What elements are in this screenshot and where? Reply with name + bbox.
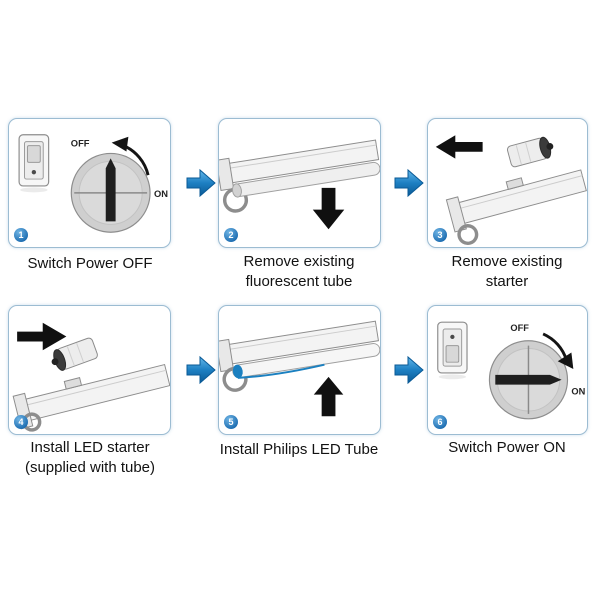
left-arrow-icon: [435, 135, 483, 159]
step-number-badge: 3: [433, 228, 447, 242]
step-panel-2: 2: [218, 118, 381, 248]
power-dial-off: [70, 152, 151, 233]
remove-starter-icon: [435, 135, 587, 246]
power-off-dial-icon: OFF ON: [18, 134, 168, 233]
step-panel-3: 3: [427, 118, 588, 248]
step-number-badge: 1: [14, 228, 28, 242]
starter-socket: [505, 177, 524, 190]
power-on-dial-icon: OFF ON: [437, 321, 586, 420]
dial-on-label: ON: [154, 189, 168, 199]
fixture-end: [12, 363, 170, 432]
step-panel-6: OFF ON 6: [427, 305, 588, 435]
flow-arrow-icon: [394, 167, 424, 199]
led-tube-blue-endcap: [232, 364, 243, 379]
flow-arrow-icon: [186, 167, 216, 199]
dial-off-label: OFF: [71, 139, 90, 149]
step-caption-6: Switch Power ON: [448, 439, 566, 456]
step-number-badge: 2: [224, 228, 238, 242]
step-number-badge: 4: [14, 415, 28, 429]
install-starter-icon: [12, 322, 170, 432]
step-caption-4: Install LED starter (supplied with tube): [24, 439, 156, 476]
step-number-badge: 6: [433, 415, 447, 429]
led-tube: [232, 343, 380, 379]
starter-cylinder: [51, 337, 98, 371]
dial-off-label: OFF: [510, 323, 529, 333]
flow-arrow-icon: [394, 354, 424, 386]
step-caption-1: Switch Power OFF: [27, 255, 153, 272]
step-panel-4: 4: [8, 305, 171, 435]
flow-arrow-icon: [186, 354, 216, 386]
right-arrow-icon: [17, 322, 67, 351]
led-tube-blue-edge: [237, 363, 325, 379]
step-caption-3: Remove existing starter: [451, 253, 563, 290]
step-panel-5: 5: [218, 305, 381, 435]
wall-switch-icon: [18, 134, 50, 193]
down-arrow-icon: [312, 187, 345, 230]
turn-clockwise-arrow-icon: [542, 332, 574, 370]
dial-on-label: ON: [571, 386, 585, 396]
up-arrow-icon: [313, 376, 344, 417]
mount-bracket-icon: [457, 224, 479, 246]
step-caption-2: Remove existing fluorescent tube: [243, 253, 355, 290]
remove-tube-icon: [219, 139, 380, 230]
install-tube-icon: [219, 320, 380, 417]
power-dial-on: [488, 340, 569, 420]
turn-counterclockwise-arrow-icon: [111, 136, 150, 176]
fixture-end: [445, 169, 587, 246]
fixture-with-led-tube: [219, 320, 380, 392]
fixture-with-tube: [219, 139, 380, 213]
step-number-badge: 5: [224, 415, 238, 429]
step-caption-5: Install Philips LED Tube: [219, 441, 379, 458]
step-panel-1: OFF ON 1: [8, 118, 171, 248]
starter-cylinder: [506, 136, 554, 168]
starter-socket: [63, 377, 83, 390]
wall-switch-icon: [437, 321, 468, 380]
